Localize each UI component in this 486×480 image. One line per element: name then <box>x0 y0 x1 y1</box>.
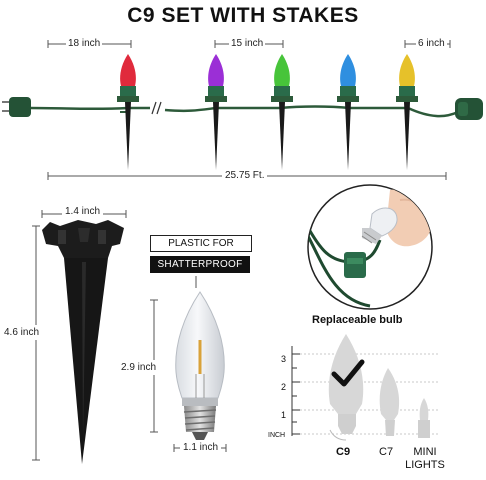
ruler-mark-3: 3 <box>281 354 287 364</box>
bulb-stake-3 <box>268 52 296 172</box>
total-length-label: 25.75 Ft. <box>222 170 268 181</box>
spacing-mid-label: 15 inch <box>229 38 266 49</box>
c9-label: C9 <box>336 446 351 458</box>
ruler-mark-1: 1 <box>281 410 287 420</box>
bulb-stake-1 <box>114 52 142 172</box>
page-title: C9 SET WITH STAKES <box>127 4 359 27</box>
bulb-stake-2 <box>202 52 230 172</box>
bulb-glass <box>274 54 290 86</box>
stake-height-label: 4.6 inch <box>4 325 40 340</box>
replaceable-caption: Replaceable bulb <box>312 314 403 326</box>
plastic-tag-text: PLASTIC FOR <box>168 238 234 249</box>
c7-label: C7 <box>379 446 394 458</box>
bulb-glass <box>340 54 356 86</box>
bulb-stake-4 <box>334 52 362 172</box>
bulb-glass <box>208 54 224 86</box>
shatterproof-tag-text: SHATTERPROOF <box>157 259 243 270</box>
ruler-unit: INCH <box>268 432 286 439</box>
bulb-base-label: 1.1 inch <box>180 442 222 453</box>
bulb-glass <box>399 54 415 86</box>
ruler-mark-2: 2 <box>281 382 287 392</box>
shatterproof-tag: SHATTERPROOF <box>150 256 250 273</box>
spacing-left-label: 18 inch <box>66 38 103 49</box>
bulb-height-label: 2.9 inch <box>121 360 157 375</box>
bulb-stake-5 <box>393 52 421 172</box>
mini-lights-label: MINI LIGHTS <box>405 446 445 471</box>
bulb-glass <box>120 54 136 86</box>
plastic-tag: PLASTIC FOR <box>150 235 252 252</box>
spacing-right-label: 6 inch <box>416 38 447 49</box>
stake-width-label: 1.4 inch <box>62 206 104 217</box>
